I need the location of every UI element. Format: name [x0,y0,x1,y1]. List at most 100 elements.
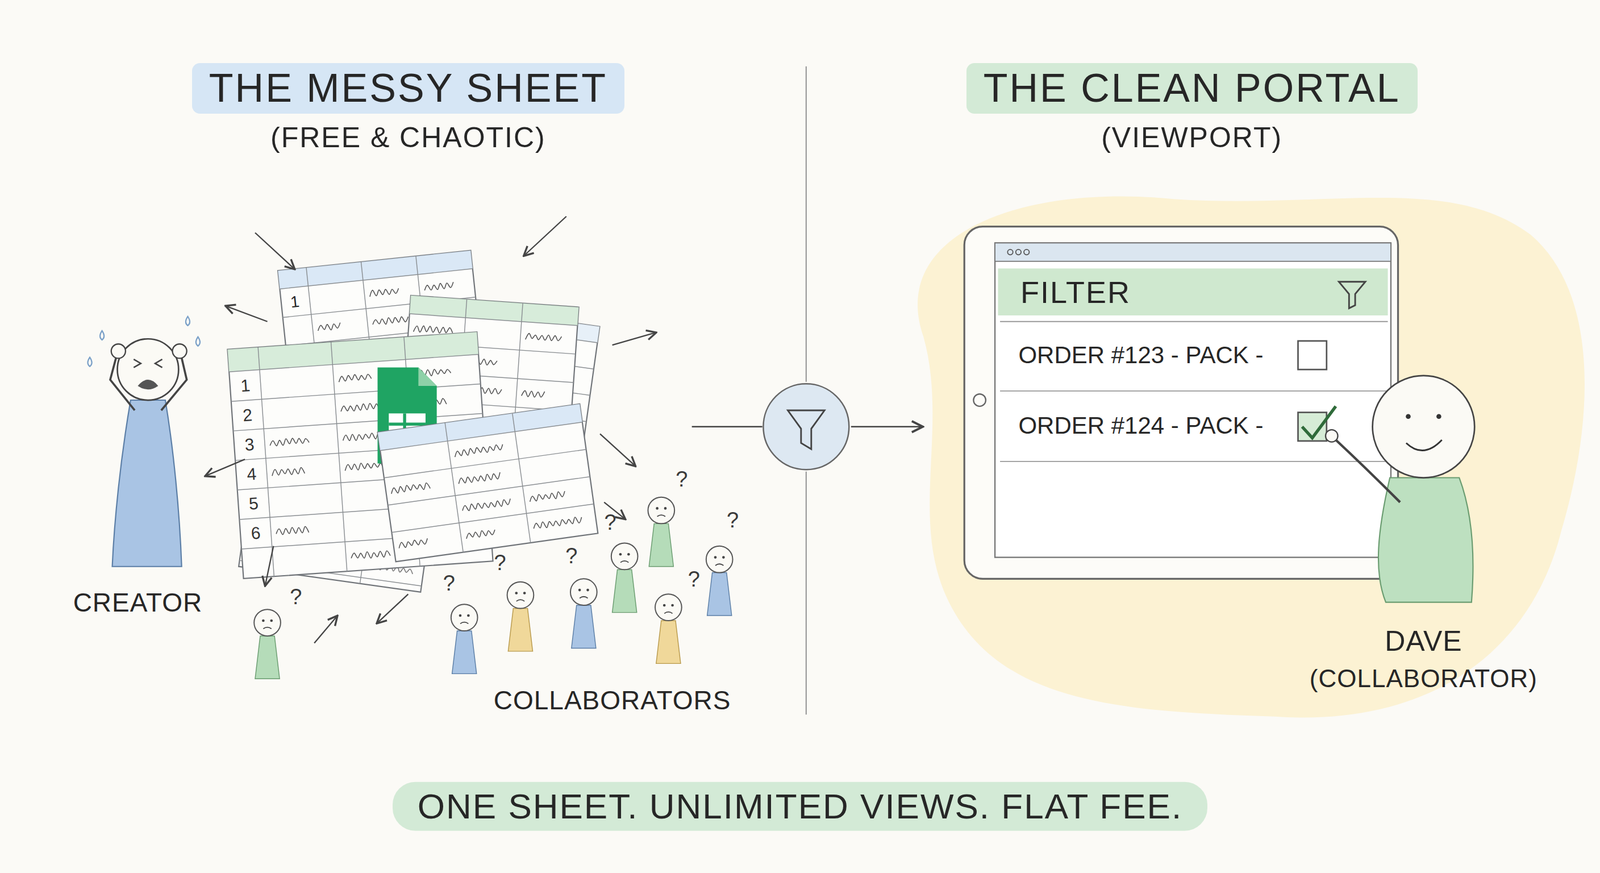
collaborator-figure [507,581,535,652]
collaborator-head [507,581,535,609]
collaborator-head [570,578,598,606]
window-bar [994,242,1391,261]
question-mark: ? [688,567,700,592]
eye [586,588,590,592]
eye [523,591,527,595]
flow-arrow [851,425,922,428]
row-separator [1000,390,1388,392]
sheet-row-line [391,503,594,533]
divider-line [805,66,807,382]
eye [261,619,265,623]
creator-body [112,400,182,567]
row-number: 2 [231,398,264,431]
frown [664,611,673,614]
icon-grid-line [388,422,426,426]
home-button [973,393,986,407]
collaborator-head [253,609,281,636]
filter-bar: FILTER [997,268,1388,316]
question-mark: ? [726,508,739,533]
sheet-header [377,403,583,451]
creator-hand [111,343,126,358]
frown [263,627,272,629]
smile [1406,439,1443,451]
question-mark: ? [493,551,506,575]
scribble [338,373,372,382]
order-row: ORDER #123 - PACK - [1018,324,1264,386]
collaborator-body [656,620,681,664]
eye [1436,413,1442,419]
scribble [457,472,502,485]
chaos-arrow [612,332,656,345]
scribble [317,322,341,332]
chaos-arrow [314,616,337,644]
frown [516,599,525,602]
sheet-col-line [512,413,531,543]
collaborator-head [706,546,733,573]
eye [269,619,273,623]
frown [715,563,724,566]
scribble [350,550,391,560]
collaborator-figure [253,609,281,679]
row-separator [1000,460,1388,462]
sweat-drop [87,357,92,367]
figure-label: CREATOR [73,587,203,617]
eye [664,506,668,510]
section-heading: THE CLEAN PORTAL [966,63,1418,114]
sheet-col-line [257,347,274,577]
collaborator-figure [655,593,682,664]
chaos-arrow [524,216,567,256]
frown [460,622,469,624]
sweat-drop [196,336,200,347]
question-mark: ? [443,571,456,596]
caption-text: ONE SHEET. UNLIMITED VIEWS. FLAT FEE. [392,781,1208,831]
divider-line [805,471,807,715]
funnel-icon [788,410,825,449]
frown [579,596,588,599]
collaborator-body [255,635,280,679]
row-separator [1000,321,1388,323]
collaborator-body [612,569,637,612]
scribble [413,325,454,335]
sheet-header [277,250,473,290]
icon-fold [418,367,437,386]
eye [663,603,666,607]
collaborator-figure [611,542,639,612]
question-mark: ? [675,467,688,492]
collaborator-figure [647,497,675,567]
collaborator-body [507,607,533,651]
scribble [525,332,562,342]
eye [722,555,725,559]
eye [627,552,631,556]
creator-head [117,338,179,400]
scribble [275,526,309,535]
collaborator-head [655,593,682,621]
highlight-blob [917,196,1585,718]
scribble [532,515,583,529]
eye [619,552,623,556]
question-mark: ? [289,585,302,610]
scaled-art [87,66,1585,718]
sheet-paper [377,403,599,562]
sheet-row-line [409,313,578,326]
creator-figure [87,316,200,567]
tablet-frame [964,226,1398,579]
collaborator-head [451,603,478,631]
creator-hand [172,343,187,358]
creator-eyes [133,359,162,368]
collaborator-body [452,630,477,674]
spreadsheet-node: 123456 [227,331,493,579]
heading-band: THE MESSY SHEET(FREE & CHAOTIC) [10,63,806,154]
caption-row: ONE SHEET. UNLIMITED VIEWS. FLAT FEE. [0,781,1600,831]
dave-head [1372,375,1475,478]
scribble [465,528,496,540]
eye [467,614,470,618]
scribble [269,436,310,447]
scribble [398,538,429,549]
sweat-drop [185,316,190,326]
eye [578,588,582,592]
sheet-col-line [444,422,464,553]
chaos-arrow [603,502,625,519]
window-dot [1023,249,1029,255]
tablet-screen [994,242,1391,557]
frown [620,560,629,563]
